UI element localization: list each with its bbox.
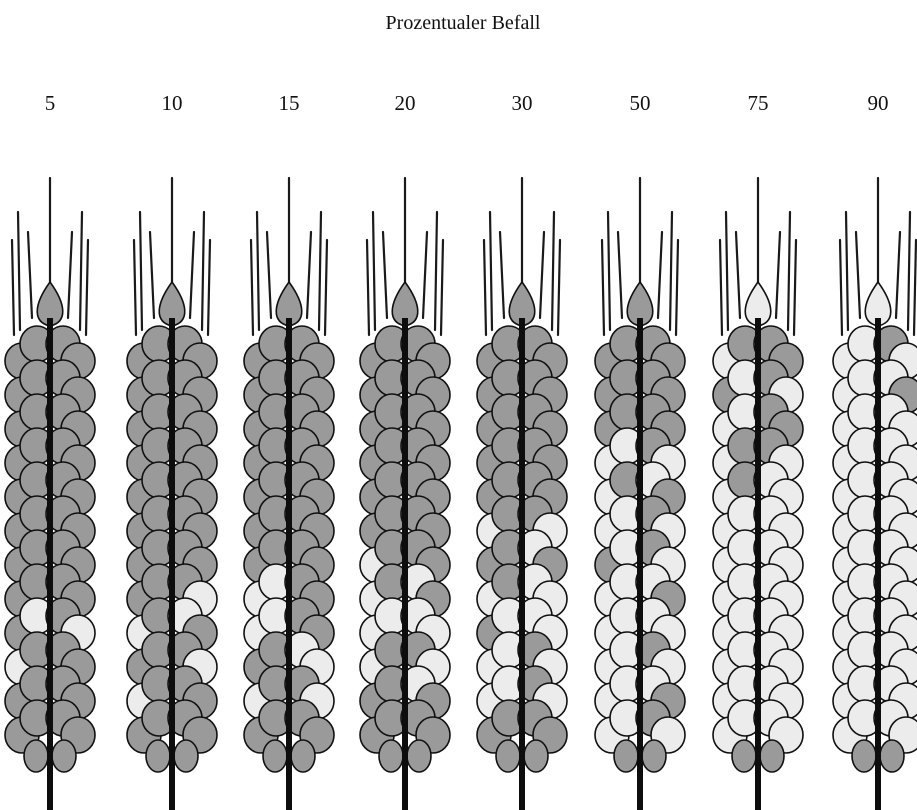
- awn: [726, 212, 728, 330]
- severity-label-5: 5: [45, 91, 56, 115]
- awn: [325, 240, 327, 335]
- awn: [441, 240, 443, 335]
- awn: [267, 232, 271, 318]
- severity-label-10: 10: [162, 91, 183, 115]
- basal-spikelet: [496, 740, 520, 772]
- awn: [18, 212, 20, 330]
- awn: [896, 232, 900, 318]
- stem: [47, 318, 53, 810]
- awn: [134, 240, 136, 335]
- basal-spikelet: [174, 740, 198, 772]
- awn: [435, 212, 437, 330]
- awn: [208, 240, 210, 335]
- basal-spikelet: [880, 740, 904, 772]
- awn: [500, 232, 504, 318]
- basal-spikelet: [24, 740, 48, 772]
- awn: [670, 212, 672, 330]
- basal-spikelet: [146, 740, 170, 772]
- stem: [286, 318, 292, 810]
- wheat-ear-20: [360, 178, 450, 810]
- wheat-ear-5: [5, 178, 95, 810]
- awn: [736, 232, 740, 318]
- awn: [28, 232, 32, 318]
- awn: [257, 212, 259, 330]
- severity-label-30: 30: [512, 91, 533, 115]
- severity-label-50: 50: [630, 91, 651, 115]
- basal-spikelet: [52, 740, 76, 772]
- wheat-ear-drawings: [5, 178, 917, 810]
- awn: [914, 240, 916, 335]
- severity-label-75: 75: [748, 91, 769, 115]
- awn: [484, 240, 486, 335]
- severity-label-90: 90: [868, 91, 889, 115]
- awn: [602, 240, 604, 335]
- awn: [383, 232, 387, 318]
- awn: [68, 232, 72, 318]
- wheat-ear-50: [595, 178, 685, 810]
- awn: [776, 232, 780, 318]
- basal-spikelet: [524, 740, 548, 772]
- awn: [788, 212, 790, 330]
- basal-spikelet: [614, 740, 638, 772]
- stem: [637, 318, 643, 810]
- awn: [140, 212, 142, 330]
- stem: [169, 318, 175, 810]
- stem: [875, 318, 881, 810]
- wheat-ear-10: [127, 178, 217, 810]
- wheat-ear-15: [244, 178, 334, 810]
- basal-spikelet: [407, 740, 431, 772]
- awn: [552, 212, 554, 330]
- awn: [846, 212, 848, 330]
- stem: [519, 318, 525, 810]
- wheat-ear-30: [477, 178, 567, 810]
- awn: [423, 232, 427, 318]
- awn: [80, 212, 82, 330]
- awn: [558, 240, 560, 335]
- awn: [86, 240, 88, 335]
- awn: [856, 232, 860, 318]
- severity-label-20: 20: [395, 91, 416, 115]
- basal-spikelet: [852, 740, 876, 772]
- awn: [373, 212, 375, 330]
- stem: [755, 318, 761, 810]
- awn: [490, 212, 492, 330]
- awn: [658, 232, 662, 318]
- awn: [540, 232, 544, 318]
- awn: [908, 212, 910, 330]
- awn: [319, 212, 321, 330]
- awn: [618, 232, 622, 318]
- severity-level-labels: 5 10 15 20 30 50 75 90: [45, 91, 889, 115]
- basal-spikelet: [291, 740, 315, 772]
- awn: [676, 240, 678, 335]
- awn: [840, 240, 842, 335]
- basal-spikelet: [732, 740, 756, 772]
- awn: [307, 232, 311, 318]
- wheat-ear-75: [713, 178, 803, 810]
- figure-title: Prozentualer Befall: [386, 12, 541, 34]
- severity-label-15: 15: [279, 91, 300, 115]
- awn: [150, 232, 154, 318]
- awn: [251, 240, 253, 335]
- awn: [367, 240, 369, 335]
- awn: [794, 240, 796, 335]
- awn: [608, 212, 610, 330]
- awn: [202, 212, 204, 330]
- basal-spikelet: [379, 740, 403, 772]
- awn: [720, 240, 722, 335]
- awn: [12, 240, 14, 335]
- basal-spikelet: [642, 740, 666, 772]
- wheat-ear-90: [833, 178, 917, 810]
- awn: [190, 232, 194, 318]
- stem: [402, 318, 408, 810]
- basal-spikelet: [760, 740, 784, 772]
- basal-spikelet: [263, 740, 287, 772]
